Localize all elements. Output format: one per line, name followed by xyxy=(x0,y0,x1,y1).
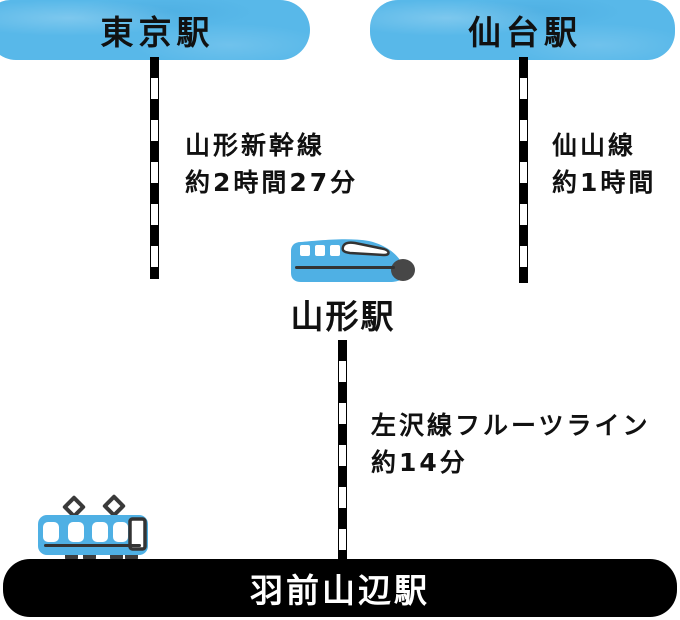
station-label-uzen-yamabe: 羽前山辺駅 xyxy=(250,571,430,610)
route-duration: 約2時間27分 xyxy=(185,168,359,197)
route-duration: 約14分 xyxy=(371,448,468,477)
route-label-senzan-line: 仙山線 約1時間 xyxy=(552,127,656,201)
rail-line-yamagata-shinkansen xyxy=(150,57,159,279)
shinkansen-train-icon xyxy=(291,239,415,282)
station-bar-uzen-yamabe: 羽前山辺駅 xyxy=(3,559,677,617)
route-label-yamagata-shinkansen: 山形新幹線 約2時間27分 xyxy=(185,127,358,201)
station-label-tokyo: 東京駅 xyxy=(100,13,215,52)
route-label-aterazawa-fruit-line: 左沢線フルーツライン 約14分 xyxy=(371,407,651,481)
station-pill-tokyo: 東京駅 xyxy=(0,0,310,60)
rail-line-senzan xyxy=(519,57,528,283)
route-name: 仙山線 xyxy=(552,131,637,160)
route-duration: 約1時間 xyxy=(552,168,657,197)
rail-line-aterazawa xyxy=(338,340,347,562)
route-name: 山形新幹線 xyxy=(185,131,326,160)
local-train-icon xyxy=(38,494,148,562)
station-label-yamagata: 山形駅 xyxy=(290,297,396,336)
route-name: 左沢線フルーツライン xyxy=(371,411,651,440)
station-pill-sendai: 仙台駅 xyxy=(370,0,675,60)
station-label-sendai: 仙台駅 xyxy=(468,13,582,52)
